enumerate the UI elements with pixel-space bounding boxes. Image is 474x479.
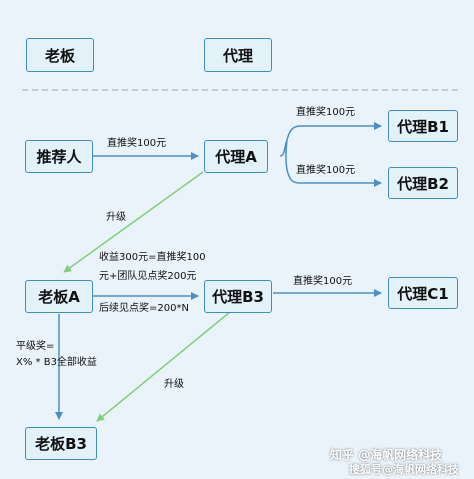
label-c1-bonus: 直推奖100元: [293, 276, 353, 287]
label-b1-bonus: 直推奖100元: [296, 107, 356, 118]
label-b2-bonus: 直推奖100元: [296, 165, 356, 176]
label-boss-a-income-1: 收益300元=直推奖100: [99, 252, 206, 263]
label-upgrade-2: 升级: [164, 379, 184, 390]
label-boss-a-income-3: 后续见点奖=200*N: [99, 303, 189, 314]
boss-a-box: 老板A: [25, 280, 93, 313]
label-peer-bonus-1: 平级奖=: [16, 341, 55, 352]
agent-b1-box: 代理B1: [388, 110, 458, 142]
agent-a-box: 代理A: [204, 140, 268, 173]
label-peer-bonus-2: X% * B3全部收益: [16, 357, 97, 368]
boss-b3-box: 老板B3: [25, 427, 97, 460]
watermark-zhihu: 知乎 @海帆网络科技: [330, 448, 443, 462]
label-boss-a-income-2: 元+团队见点奖200元: [99, 271, 197, 282]
watermark-sohu: 搜狐号@海帆网络科技: [349, 463, 459, 476]
agent-header-box: 代理: [204, 38, 272, 72]
arrow-upgrade-2: [96, 311, 231, 422]
brace-agent-a-to-b: [279, 125, 301, 184]
referrer-box: 推荐人: [25, 140, 93, 173]
agent-b3-box: 代理B3: [204, 280, 272, 313]
label-referrer-bonus: 直推奖100元: [107, 138, 167, 149]
label-upgrade-1: 升级: [106, 212, 126, 223]
boss-header-box: 老板: [26, 38, 94, 72]
agent-b2-box: 代理B2: [388, 167, 458, 199]
arrow-upgrade-1: [63, 171, 204, 273]
agent-c1-box: 代理C1: [388, 277, 458, 309]
